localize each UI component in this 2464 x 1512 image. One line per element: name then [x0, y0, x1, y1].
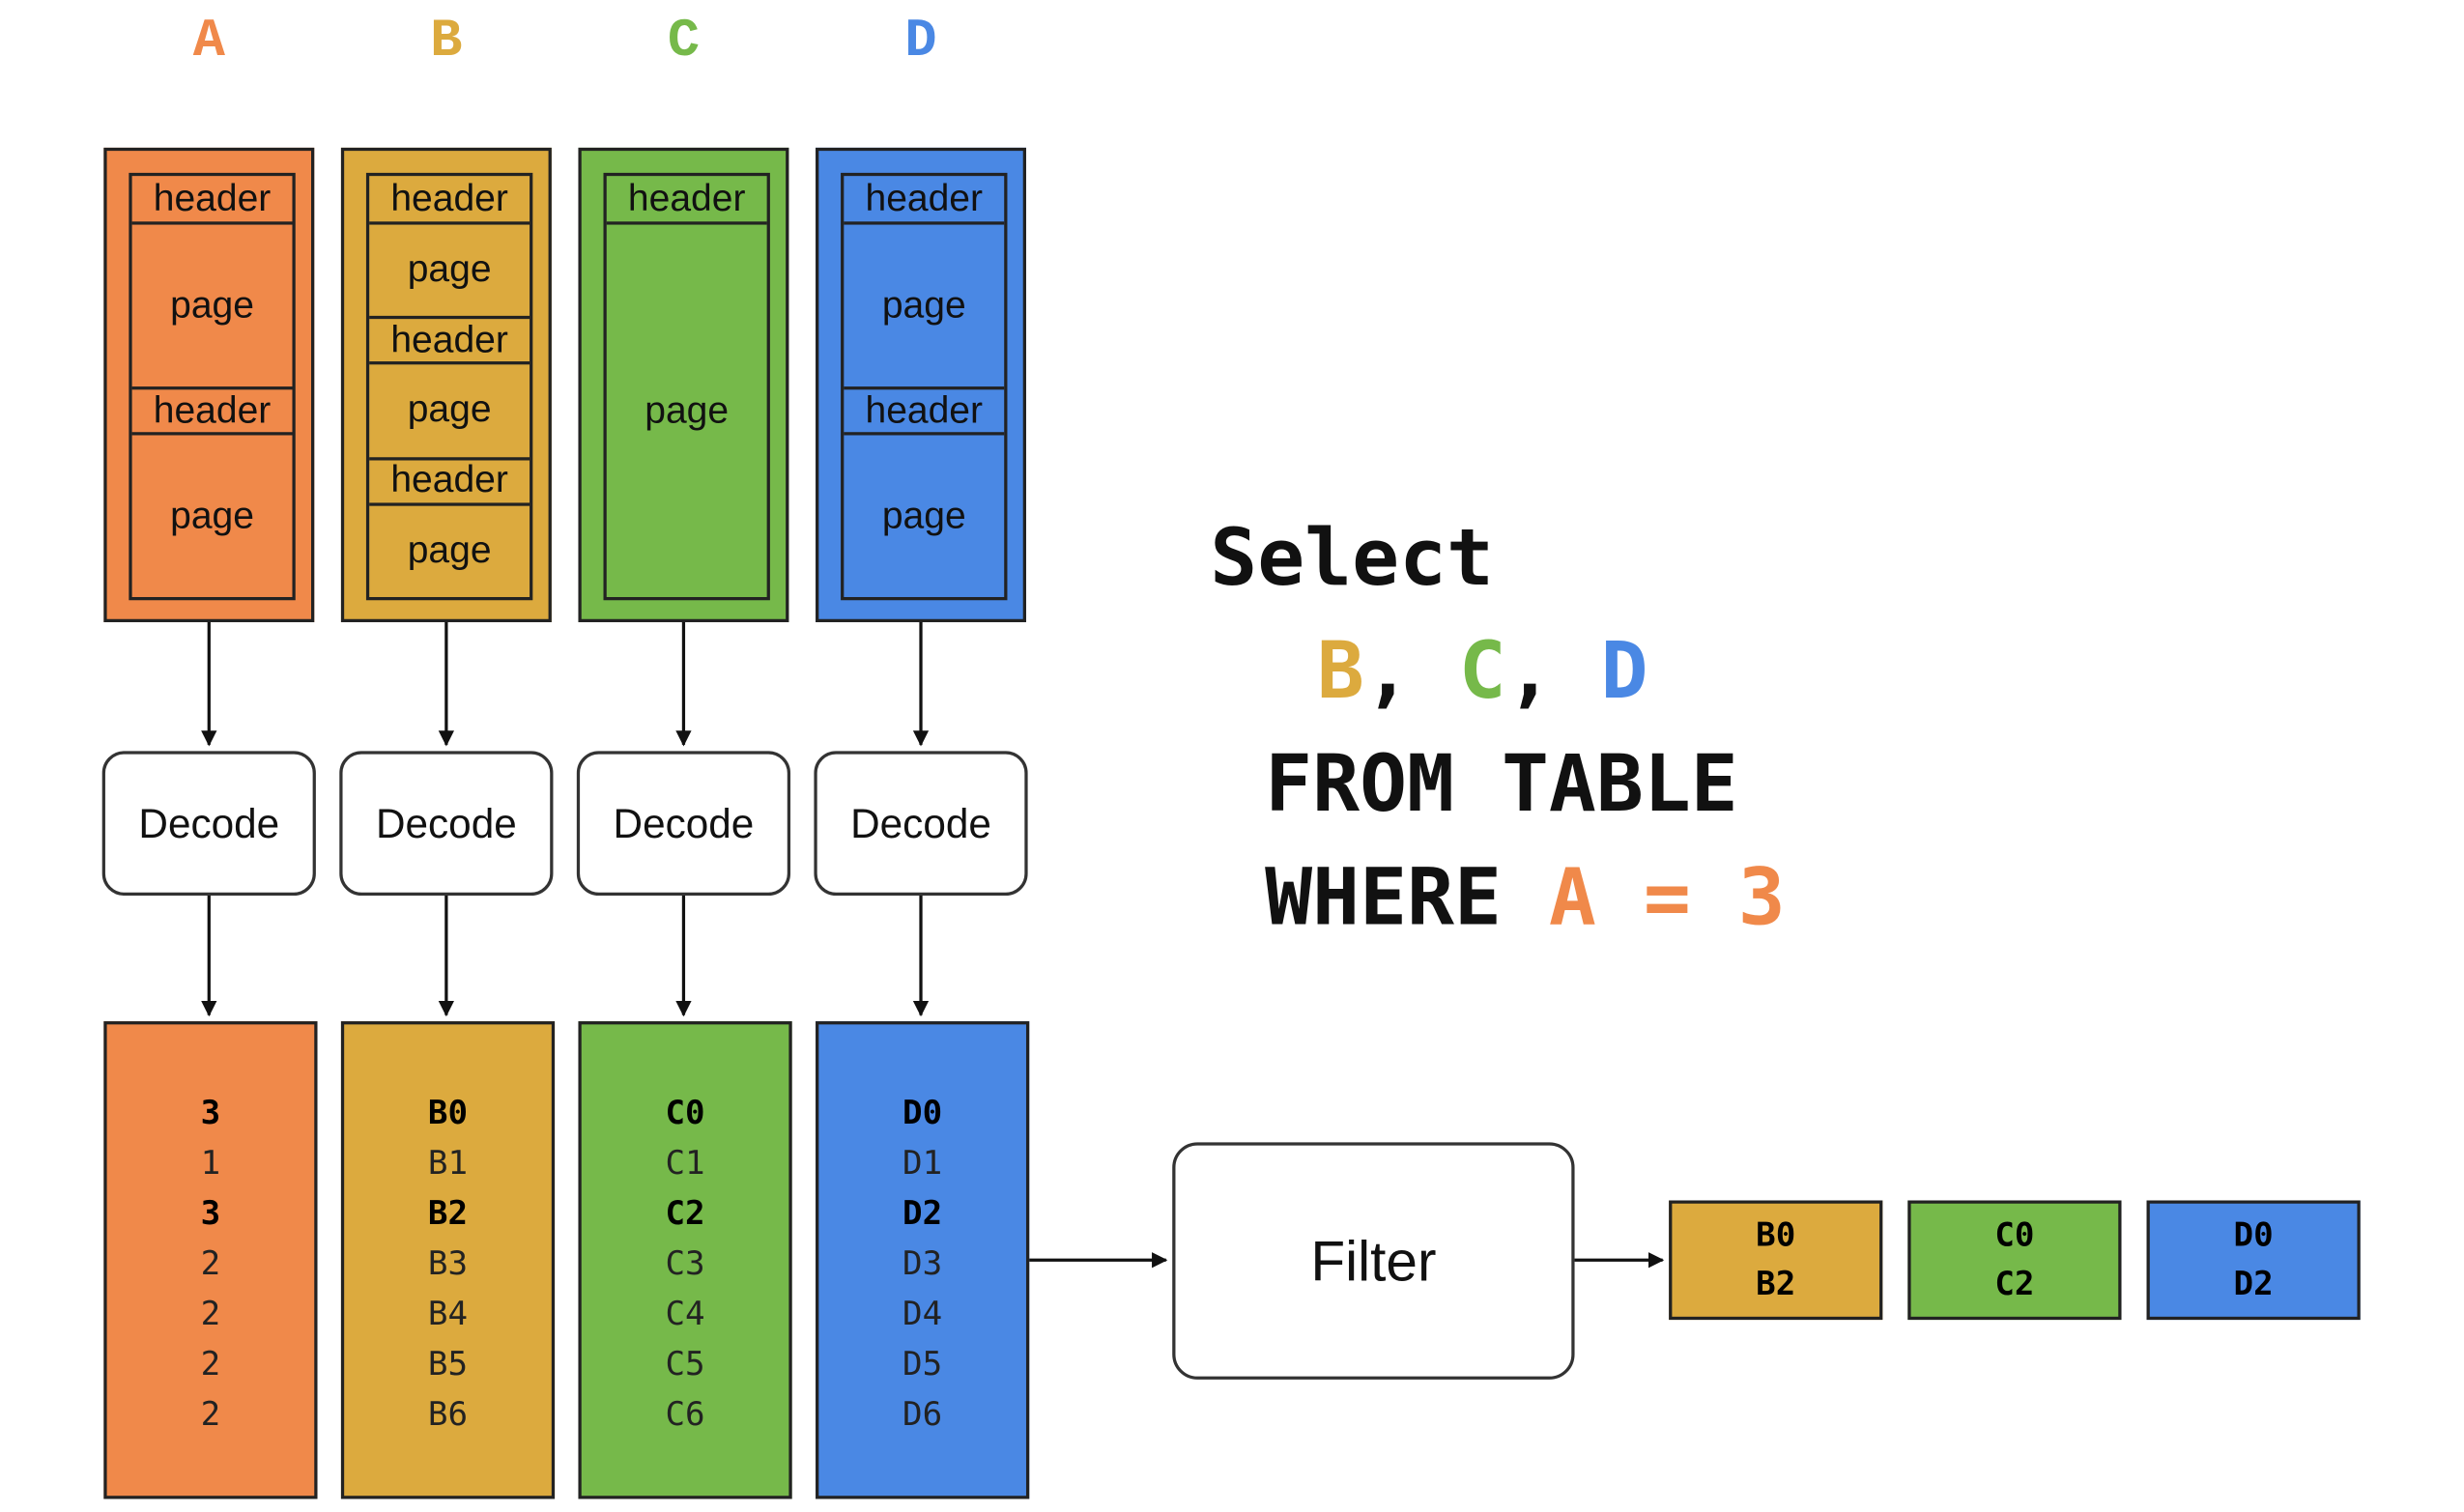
decoded-value: B0	[427, 1093, 469, 1131]
sql-equals: =	[1643, 851, 1691, 943]
decoded-value: D0	[903, 1093, 943, 1131]
storage-page-b: page	[369, 221, 530, 316]
decoded-value: C6	[665, 1395, 705, 1434]
sql-where-keyword: WHERE	[1265, 851, 1502, 943]
storage-header-a: header	[131, 386, 293, 432]
sql-column-c: C	[1458, 625, 1506, 717]
storage-header-c: header	[627, 176, 746, 219]
decode-box-b: Decode	[339, 751, 554, 896]
storage-header-a: header	[153, 176, 272, 219]
decoded-value: C1	[665, 1143, 705, 1182]
storage-header-b: header	[369, 456, 530, 502]
decoded-value: D3	[903, 1244, 943, 1283]
storage-header-d: header	[865, 176, 984, 219]
filter-box: Filter	[1172, 1142, 1575, 1380]
decoded-values-a: 3 1 3 2 2 2 2	[107, 1087, 315, 1439]
decoded-value: C4	[665, 1295, 705, 1333]
decoded-value: D1	[903, 1143, 943, 1182]
decoded-value: 1	[200, 1143, 221, 1182]
decoded-value: B6	[427, 1395, 469, 1434]
decoded-value: 2	[200, 1295, 221, 1333]
sql-column-d: D	[1600, 625, 1648, 717]
storage-page-d: page	[844, 432, 1005, 597]
sql-select-line: Select	[1210, 512, 1494, 603]
storage-header-b: header	[390, 176, 508, 219]
sql-from-line: FROM TABLE	[1265, 738, 1738, 829]
result-value: D0	[2233, 1215, 2274, 1254]
column-letter-d: D	[904, 13, 937, 72]
sql-column-b: B	[1316, 625, 1364, 717]
storage-header-b: header	[369, 316, 530, 361]
storage-page-a: page	[131, 221, 293, 386]
storage-page-d: page	[844, 221, 1005, 386]
sql-comma: ,	[1505, 625, 1554, 717]
storage-page-b: page	[369, 501, 530, 597]
decoded-value: 2	[200, 1395, 221, 1434]
decoded-value: D5	[903, 1345, 943, 1384]
sql-where-line: WHERE A = 3	[1265, 851, 1786, 942]
decode-box-c: Decode	[576, 751, 791, 896]
decoded-value: C2	[665, 1193, 705, 1233]
storage-page-b: page	[369, 361, 530, 457]
decoded-value: B3	[427, 1244, 469, 1283]
decoded-value: 2	[200, 1244, 221, 1283]
decoded-value: C0	[665, 1093, 705, 1131]
sql-comma: ,	[1363, 625, 1412, 717]
decoded-value: D6	[903, 1395, 943, 1434]
decode-box-d: Decode	[814, 751, 1028, 896]
storage-page-c: page	[606, 221, 767, 597]
decoded-value: 3	[200, 1093, 221, 1131]
result-value: D2	[2233, 1265, 2274, 1303]
result-value: B0	[1756, 1215, 1796, 1254]
decoded-value: D2	[903, 1193, 943, 1233]
column-letter-a: A	[192, 13, 225, 72]
decoded-value: B4	[427, 1295, 469, 1333]
decoded-value: 3	[200, 1193, 221, 1233]
result-value: C0	[1994, 1215, 2035, 1254]
decoded-value: 2	[200, 1345, 221, 1384]
sql-value: 3	[1737, 851, 1786, 943]
sql-column-a: A	[1548, 851, 1596, 943]
decoded-value: C5	[665, 1345, 705, 1384]
decoded-value: B2	[427, 1193, 469, 1233]
storage-header-d: header	[844, 386, 1005, 432]
sql-columns-line: B, C, D	[1317, 625, 1648, 716]
decoded-value: C3	[665, 1244, 705, 1283]
column-letter-c: C	[667, 13, 701, 72]
decode-box-a: Decode	[101, 751, 316, 896]
decoded-value: B5	[427, 1345, 469, 1384]
decoded-column-a: 3 1 3 2 2 2 2	[103, 1021, 318, 1499]
sql-select-keyword: Select	[1210, 512, 1495, 604]
storage-page-a: page	[131, 432, 293, 597]
sql-from-keyword: FROM TABLE	[1265, 738, 1738, 830]
result-value: C2	[1994, 1265, 2035, 1303]
decoded-value: B1	[427, 1143, 469, 1182]
column-letter-b: B	[430, 13, 463, 72]
decoded-value: D4	[903, 1295, 943, 1333]
result-value: B2	[1756, 1265, 1796, 1303]
